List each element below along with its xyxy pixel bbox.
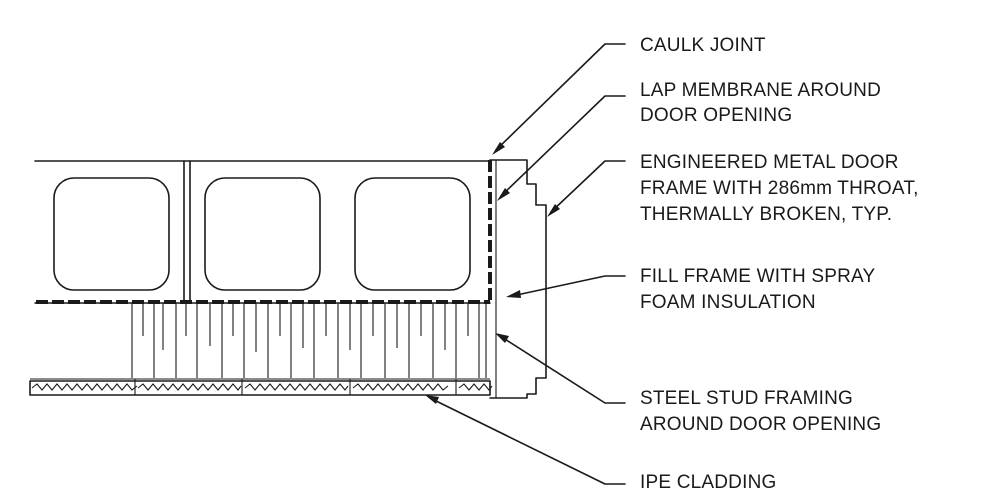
membrane [36, 160, 492, 304]
label-door-frame-line1: ENGINEERED METAL DOOR [640, 152, 899, 173]
arrow-spray-foam [506, 290, 521, 298]
arrow-ipe-cladding [425, 395, 439, 404]
label-spray-foam-line2: FOAM INSULATION [640, 292, 816, 313]
label-door-frame-line3: THERMALLY BROKEN, TYP. [640, 204, 892, 225]
cmu-wall [34, 160, 491, 304]
arrow-lap-membrane [497, 188, 510, 201]
label-steel-stud-line1: STEEL STUD FRAMING [640, 388, 853, 409]
label-caulk-joint: CAULK JOINT [640, 35, 766, 56]
metal-door-frame [489, 159, 547, 399]
leader-lap-membrane [500, 95, 626, 197]
labels: CAULK JOINT LAP MEMBRANE AROUND DOOR OPE… [640, 35, 919, 491]
leaders [425, 43, 626, 485]
steel-studs [131, 303, 487, 378]
label-door-frame-line2: FRAME WITH 286mm THROAT, [640, 178, 919, 199]
block-cell-3 [354, 177, 471, 291]
label-ipe-cladding: IPE CLADDING [640, 472, 777, 491]
leader-caulk-joint [495, 43, 626, 151]
block-cell-2 [204, 177, 321, 291]
label-spray-foam-line1: FILL FRAME WITH SPRAY [640, 266, 876, 287]
frame-profile [489, 159, 547, 399]
arrow-caulk-joint [492, 142, 505, 155]
leader-ipe-cladding [429, 397, 626, 485]
leader-door-frame [550, 160, 626, 213]
arrow-steel-stud [495, 333, 509, 343]
label-lap-membrane-line1: LAP MEMBRANE AROUND [640, 80, 881, 101]
leader-spray-foam [511, 275, 626, 297]
ipe-cladding-boards [29, 378, 493, 396]
label-steel-stud-line2: AROUND DOOR OPENING [640, 414, 881, 435]
leader-steel-stud [499, 335, 626, 404]
block-cell-1 [53, 177, 170, 291]
arrow-door-frame [547, 204, 560, 217]
label-lap-membrane-line2: DOOR OPENING [640, 105, 792, 126]
